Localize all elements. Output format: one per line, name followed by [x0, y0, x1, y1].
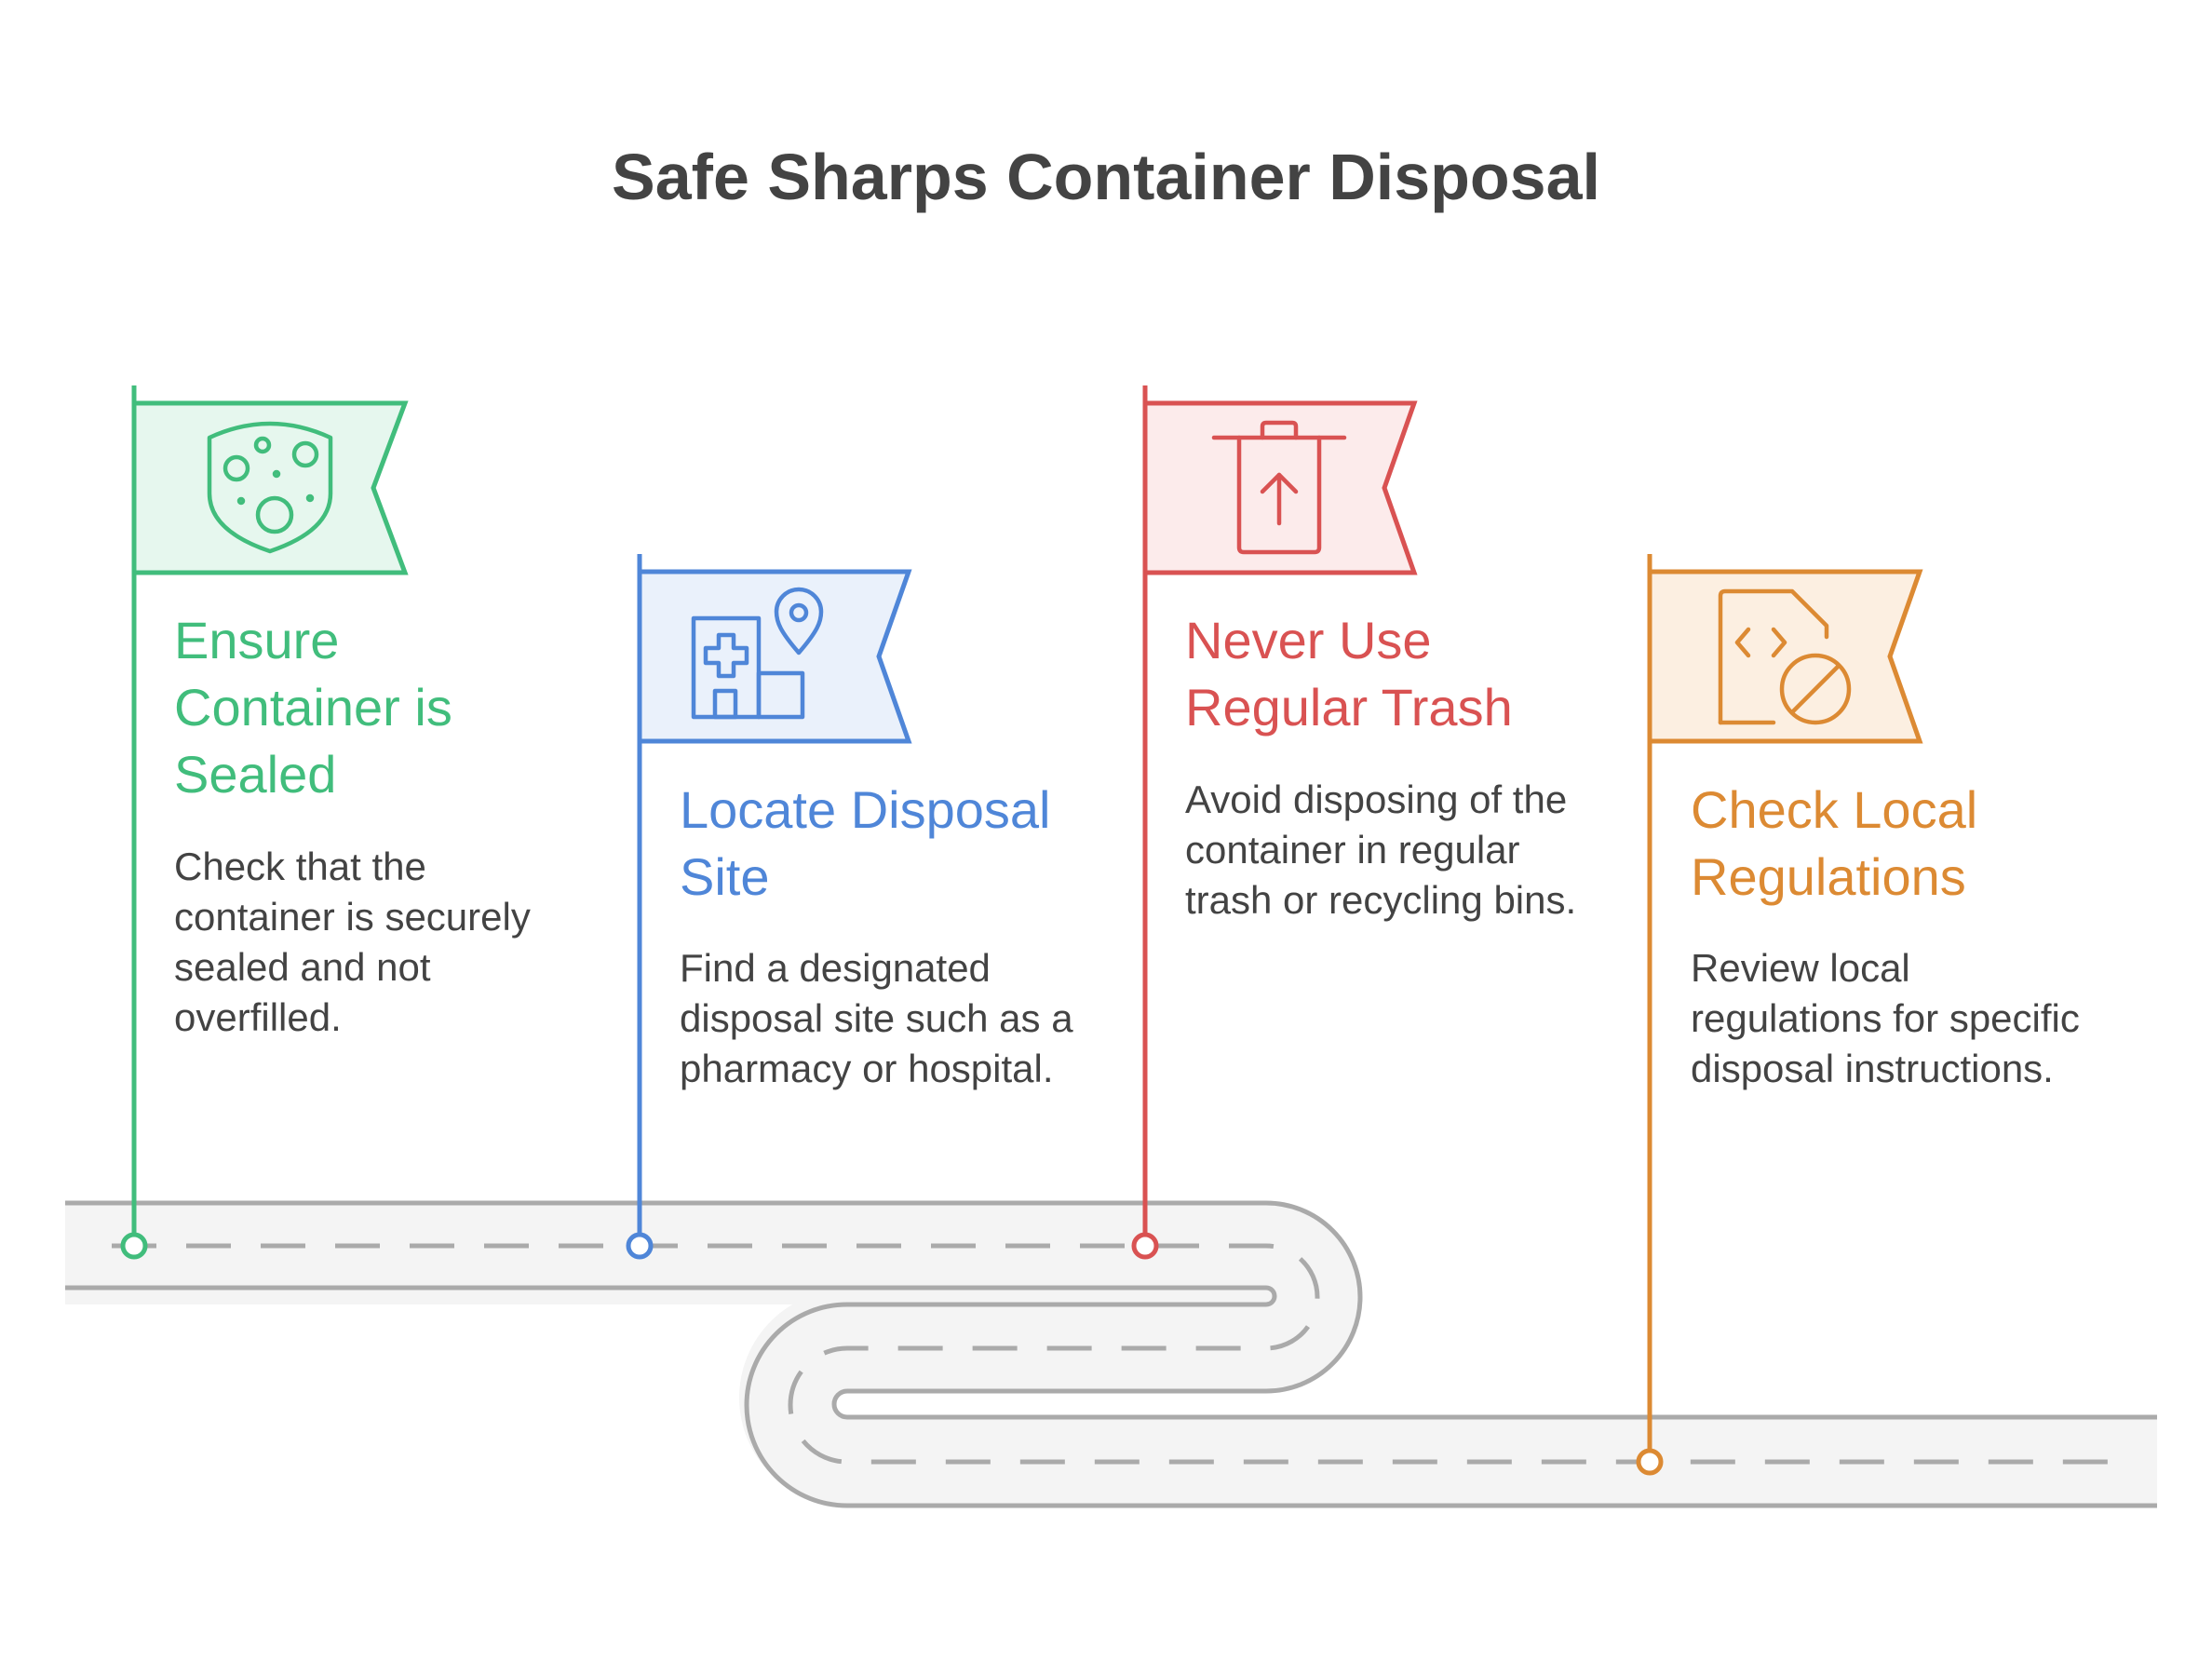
step-3-heading: Never Use Regular Trash [1185, 611, 1513, 737]
road-center-dashes [112, 1243, 2113, 1465]
road-edge-outer [65, 1200, 2157, 1420]
road-surface [65, 1203, 2157, 1506]
step-1-heading: Ensure Container is Sealed [174, 611, 452, 804]
flag-banner-2 [637, 569, 912, 744]
road [65, 1200, 2157, 1508]
step-2-description: Find a designated disposal site such as … [680, 946, 1073, 1090]
step-1-description: Check that the container is securely sea… [174, 845, 531, 1039]
step-2-heading: Locate Disposal Site [680, 780, 1051, 906]
step-4-flag [1636, 554, 1923, 1476]
step-3-description: Avoid disposing of the container in regu… [1185, 777, 1577, 922]
step-3-flag [1131, 385, 1418, 1260]
road-marker-4 [1636, 1448, 1664, 1476]
step-4-description: Review local regulations for specific di… [1691, 946, 2080, 1090]
road-marker-3 [1131, 1232, 1159, 1260]
hospital-location-icon [691, 587, 824, 720]
flag-banner-1 [131, 400, 409, 575]
step-2-flag [626, 554, 912, 1260]
road-marker-1 [120, 1232, 148, 1260]
page-title: Safe Sharps Container Disposal [612, 141, 1600, 213]
road-marker-2 [626, 1232, 654, 1260]
flag-banner-4 [1647, 569, 1923, 744]
code-file-prohibited-icon [1718, 588, 1852, 725]
step-1-flag [120, 385, 409, 1260]
road-edge-inner [65, 1285, 2157, 1508]
trash-upload-icon [1211, 420, 1347, 555]
shield-bubbles-icon [207, 421, 333, 554]
step-4-heading: Check Local Regulations [1691, 780, 1978, 906]
